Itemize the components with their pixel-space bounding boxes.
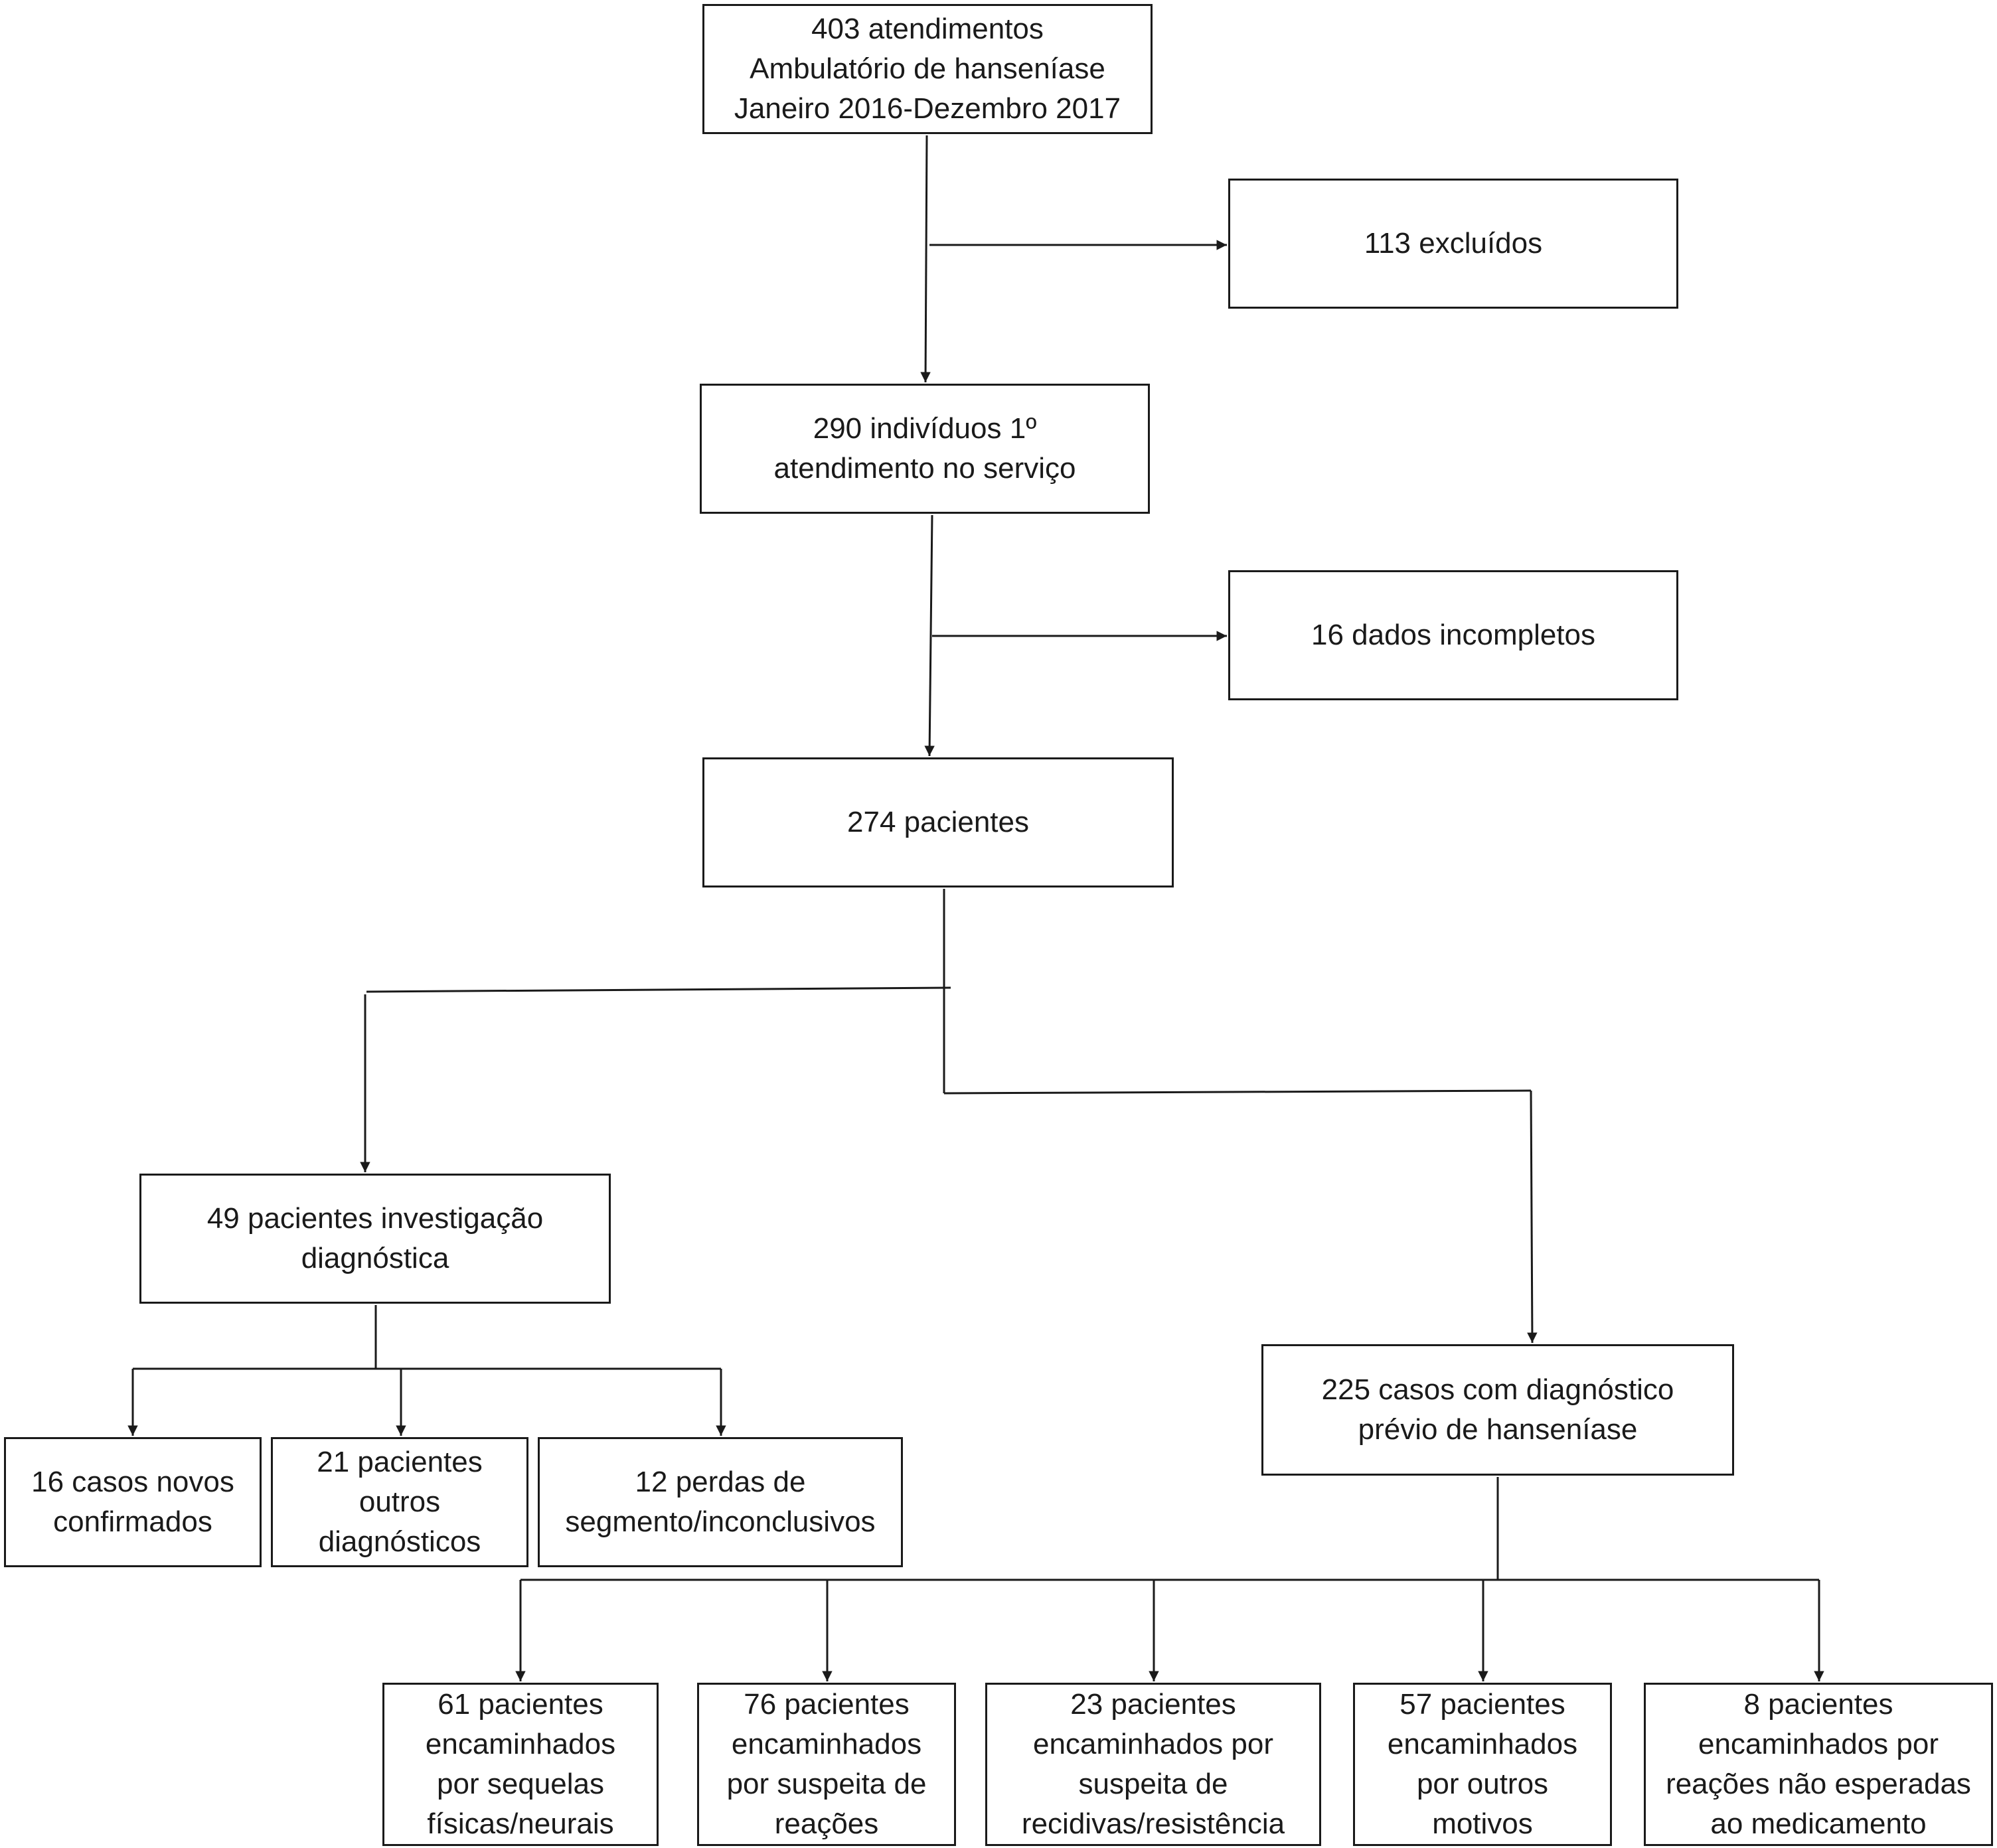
node-49-investigacao: 49 pacientes investigação diagnóstica xyxy=(139,1174,611,1304)
node-label: 12 perdas de segmento/inconclusivos xyxy=(565,1466,876,1538)
node-label: 274 pacientes xyxy=(847,806,1029,838)
edge-290-to-274 xyxy=(924,514,935,757)
node-12-perdas: 12 perdas de segmento/inconclusivos xyxy=(538,1437,903,1567)
node-label: 49 pacientes investigação diagnóstica xyxy=(206,1202,544,1274)
node-57-outros-motivos: 57 pacientes encaminhados por outros mot… xyxy=(1353,1683,1612,1846)
node-16-casos-novos: 16 casos novos confirmados xyxy=(4,1437,262,1567)
node-label: 57 pacientes encaminhados por outros mot… xyxy=(1387,1688,1578,1840)
node-label: 113 excluídos xyxy=(1364,227,1543,260)
node-label: 225 casos com diagnóstico prévio de hans… xyxy=(1321,1373,1674,1446)
node-225-diagnostico-previo: 225 casos com diagnóstico prévio de hans… xyxy=(1261,1344,1734,1476)
node-76-suspeita-reacoes: 76 pacientes encaminhados por suspeita d… xyxy=(697,1683,956,1846)
node-21-outros-diagnosticos: 21 pacientes outros diagnósticos xyxy=(271,1437,528,1567)
edge-274-right-bar xyxy=(943,1089,1532,1095)
node-23-recidivas: 23 pacientes encaminhados por suspeita d… xyxy=(985,1683,1321,1846)
node-label: 61 pacientes encaminhados por sequelas f… xyxy=(425,1688,616,1840)
node-113-excluidos: 113 excluídos xyxy=(1228,179,1678,309)
node-label: 16 casos novos confirmados xyxy=(31,1466,234,1538)
node-label: 8 pacientes encaminhados por reações não… xyxy=(1666,1688,1971,1840)
node-16-dados-incompletos: 16 dados incompletos xyxy=(1228,570,1678,700)
node-label: 23 pacientes encaminhados por suspeita d… xyxy=(1021,1688,1285,1840)
node-label: 21 pacientes outros diagnósticos xyxy=(317,1446,483,1558)
node-label: 290 indivíduos 1º atendimento no serviço xyxy=(773,412,1076,485)
node-8-reacoes-medicamento: 8 pacientes encaminhados por reações não… xyxy=(1644,1683,1993,1846)
edge-274-to-225 xyxy=(1527,1090,1538,1344)
node-403-atendimentos: 403 atendimentos Ambulatório de hansenía… xyxy=(702,4,1153,134)
edge-403-to-290 xyxy=(920,135,931,383)
node-label: 16 dados incompletos xyxy=(1311,619,1596,651)
node-label: 76 pacientes encaminhados por suspeita d… xyxy=(726,1688,927,1840)
node-61-sequelas: 61 pacientes encaminhados por sequelas f… xyxy=(382,1683,659,1846)
node-274-pacientes: 274 pacientes xyxy=(702,757,1174,887)
edge-274-left-bar xyxy=(366,986,951,993)
node-290-individuos: 290 indivíduos 1º atendimento no serviço xyxy=(700,384,1150,514)
node-label: 403 atendimentos Ambulatório de hansenía… xyxy=(734,13,1121,125)
